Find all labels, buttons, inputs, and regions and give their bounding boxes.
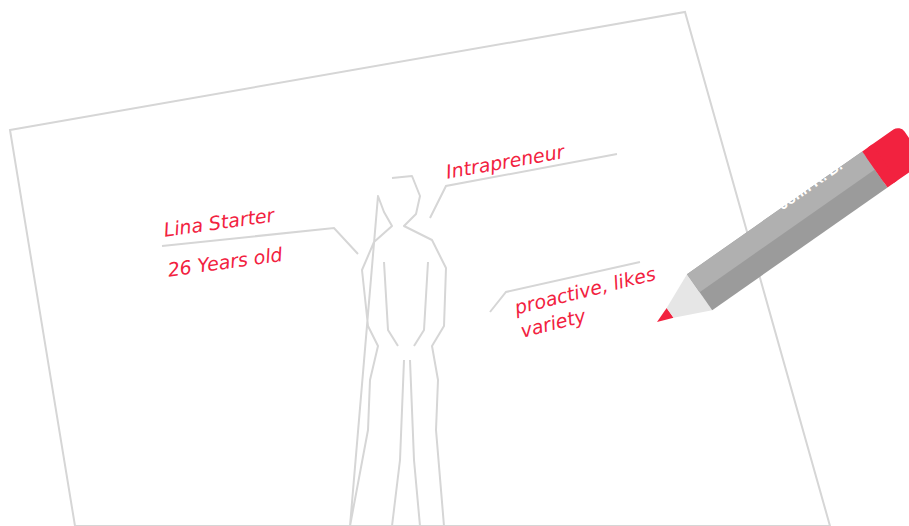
pencil-body-highlight (687, 151, 875, 292)
silhouette-detail (384, 262, 428, 526)
pencil (644, 125, 909, 340)
pencil-ferrule (862, 145, 897, 188)
person-silhouette (350, 176, 446, 526)
pencil-eraser (862, 125, 909, 187)
pencil-body (687, 151, 888, 310)
